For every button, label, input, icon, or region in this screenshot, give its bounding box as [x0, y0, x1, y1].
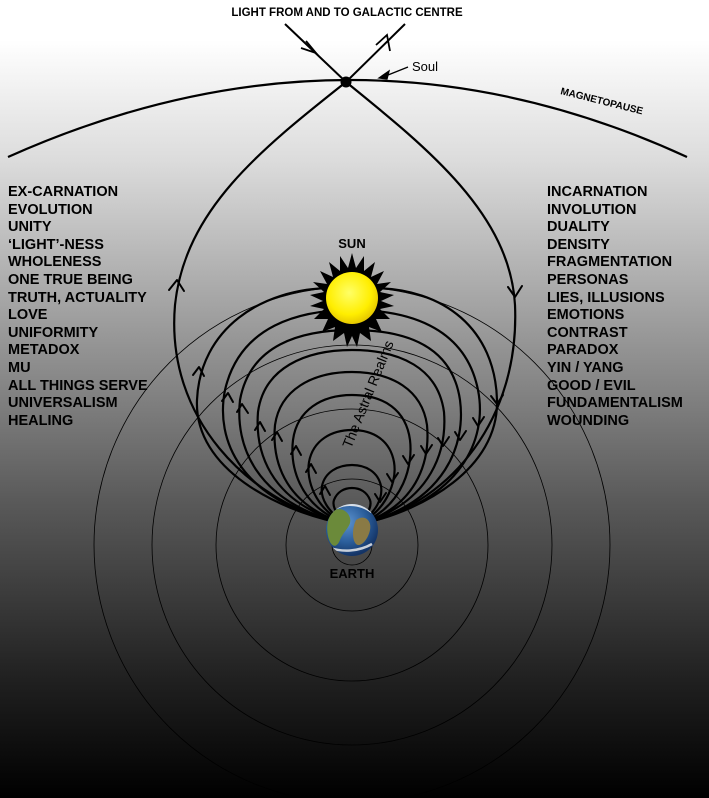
list-item: FUNDAMENTALISM [547, 395, 683, 412]
list-item: DENSITY [547, 236, 610, 253]
list-item: DUALITY [547, 219, 610, 236]
earth-land [353, 517, 371, 546]
orbit-circle [285, 478, 419, 612]
list-item: EX-CARNATION [8, 184, 119, 200]
sun-loop-left [195, 286, 337, 524]
astral-arch [320, 463, 383, 523]
list-item: WHOLENESS [8, 254, 102, 271]
up-arrow [319, 485, 331, 496]
orbit-circle [215, 408, 489, 682]
down-arrow [420, 444, 433, 455]
earth-land [327, 509, 351, 546]
list-item: YIN / YANG [547, 359, 624, 376]
down-arrow [437, 436, 450, 447]
list-item: UNIVERSALISM [8, 395, 118, 412]
up-arrow [305, 463, 317, 474]
up-arrow [254, 421, 266, 432]
list-item: HEALING [8, 412, 74, 429]
list-item: EMOTIONS [547, 307, 625, 324]
orbit-circle [151, 344, 553, 746]
up-arrow [236, 403, 249, 414]
down-arrow [507, 285, 523, 298]
list-item: MU [8, 359, 31, 376]
list-item: ONE TRUE BEING [8, 271, 133, 288]
list-item: INVOLUTION [547, 201, 637, 218]
incarnation-list: INCARNATION INVOLUTION DUALITY DENSITY F… [547, 184, 683, 430]
list-item: LOVE [8, 307, 48, 324]
list-item: GOOD / EVIL [547, 377, 636, 394]
list-item: PARADOX [547, 342, 619, 359]
astral-arch [332, 486, 372, 523]
outer-loop-right [345, 81, 517, 524]
list-item: INCARNATION [547, 184, 648, 200]
up-arrow [168, 279, 185, 292]
list-item: WOUNDING [547, 412, 630, 429]
outgoing-ray [345, 23, 406, 83]
up-arrow [192, 366, 205, 377]
soul-pointer [377, 66, 409, 80]
list-item: LIES, ILLUSIONS [547, 289, 665, 306]
list-item: UNITY [8, 219, 52, 236]
ex-carnation-list: EX-CARNATION EVOLUTION UNITY ‘LIGHT’-NES… [8, 184, 148, 430]
sun-label: SUN [338, 236, 365, 251]
list-item: EVOLUTION [8, 201, 93, 218]
list-item: TRUTH, ACTUALITY [8, 289, 147, 306]
list-item: CONTRAST [547, 324, 628, 341]
astral-arch [273, 370, 429, 524]
top-label: LIGHT FROM AND TO GALACTIC CENTRE [231, 7, 463, 19]
down-arrow [472, 416, 485, 427]
sun-icon [310, 253, 394, 347]
down-arrow [402, 454, 415, 465]
down-arrow [374, 492, 387, 503]
astral-arch [291, 393, 412, 524]
list-item: PERSONAS [547, 271, 629, 288]
up-arrow [271, 431, 283, 442]
ray-arrow [300, 40, 319, 55]
list-item: UNIFORMITY [8, 324, 99, 341]
down-arrow [490, 394, 504, 405]
list-item: ALL THINGS SERVE [8, 377, 148, 394]
direction-arrows [168, 279, 523, 503]
outer-loop-left [173, 81, 347, 524]
list-item: ‘LIGHT’-NESS [8, 236, 104, 253]
list-item: METADOX [8, 342, 80, 359]
soul-label: Soul [412, 59, 438, 74]
earth-label: EARTH [330, 566, 375, 581]
sun-disc [326, 272, 378, 324]
list-item: FRAGMENTATION [547, 254, 673, 271]
ray-arrow [375, 33, 391, 52]
up-arrow [221, 392, 234, 403]
down-arrow [386, 472, 399, 483]
up-arrow [290, 445, 302, 456]
astral-arch [256, 348, 446, 524]
down-arrow [454, 430, 467, 441]
galactic-rays [284, 23, 406, 83]
earth-icon [326, 504, 378, 556]
